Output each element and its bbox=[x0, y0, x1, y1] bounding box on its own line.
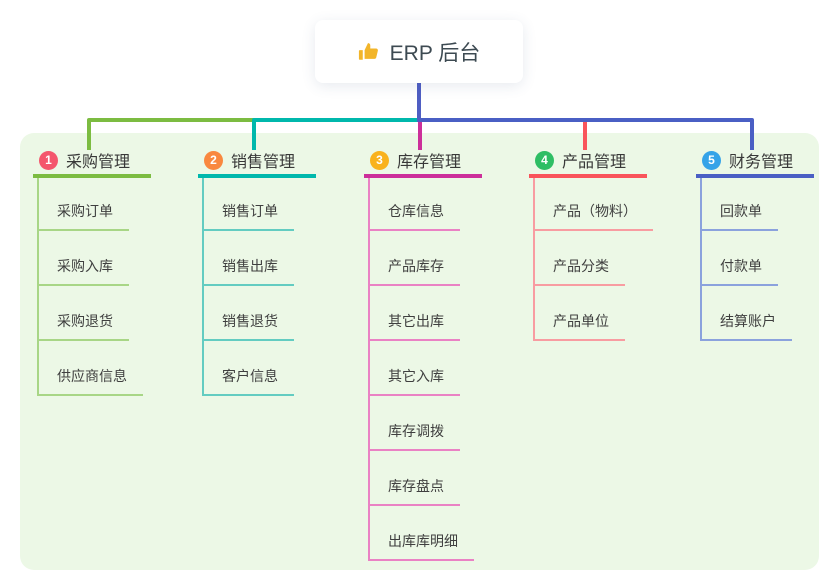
branch-label: 库存管理 bbox=[397, 154, 462, 171]
branch-vertical-line bbox=[700, 178, 702, 341]
child-node-出库库明细[interactable]: 出库库明细 bbox=[368, 526, 474, 561]
child-node-产品单位[interactable]: 产品单位 bbox=[533, 306, 625, 341]
child-node-采购入库[interactable]: 采购入库 bbox=[37, 251, 129, 286]
branch-head-采购管理[interactable]: 1 采购管理 bbox=[33, 146, 151, 178]
child-node-销售出库[interactable]: 销售出库 bbox=[202, 251, 294, 286]
branch-vertical-line bbox=[37, 178, 39, 396]
child-node-产品分类[interactable]: 产品分类 bbox=[533, 251, 625, 286]
child-node-产品库存[interactable]: 产品库存 bbox=[368, 251, 460, 286]
branch-number-badge: 5 bbox=[702, 150, 721, 170]
branch-number-badge: 3 bbox=[370, 150, 389, 170]
branch-head-产品管理[interactable]: 4 产品管理 bbox=[529, 146, 647, 178]
child-node-回款单[interactable]: 回款单 bbox=[700, 196, 778, 231]
child-node-结算账户[interactable]: 结算账户 bbox=[700, 306, 792, 341]
branch-head-财务管理[interactable]: 5 财务管理 bbox=[696, 146, 814, 178]
child-node-产品（物料）[interactable]: 产品（物料） bbox=[533, 196, 653, 231]
branch-vertical-line bbox=[368, 178, 370, 561]
branch-vertical-line bbox=[202, 178, 204, 396]
branch-number-badge: 4 bbox=[535, 150, 554, 170]
child-node-库存盘点[interactable]: 库存盘点 bbox=[368, 471, 460, 506]
child-node-其它出库[interactable]: 其它出库 bbox=[368, 306, 460, 341]
branch-label: 财务管理 bbox=[729, 154, 794, 171]
child-node-库存调拨[interactable]: 库存调拨 bbox=[368, 416, 460, 451]
branch-label: 销售管理 bbox=[231, 154, 296, 171]
child-node-销售订单[interactable]: 销售订单 bbox=[202, 196, 294, 231]
branch-vertical-line bbox=[533, 178, 535, 341]
branch-head-销售管理[interactable]: 2 销售管理 bbox=[198, 146, 316, 178]
child-node-供应商信息[interactable]: 供应商信息 bbox=[37, 361, 143, 396]
child-node-销售退货[interactable]: 销售退货 bbox=[202, 306, 294, 341]
thumbs-up-icon bbox=[358, 41, 380, 63]
branch-label: 产品管理 bbox=[562, 154, 627, 171]
branch-number-badge: 2 bbox=[204, 150, 223, 170]
branch-label: 采购管理 bbox=[66, 154, 131, 171]
root-node-label: ERP 后台 bbox=[389, 41, 481, 65]
child-node-客户信息[interactable]: 客户信息 bbox=[202, 361, 294, 396]
child-node-采购订单[interactable]: 采购订单 bbox=[37, 196, 129, 231]
child-node-仓库信息[interactable]: 仓库信息 bbox=[368, 196, 460, 231]
branch-number-badge: 1 bbox=[39, 150, 58, 170]
child-node-其它入库[interactable]: 其它入库 bbox=[368, 361, 460, 396]
root-node[interactable]: ERP 后台 bbox=[315, 20, 523, 83]
child-node-付款单[interactable]: 付款单 bbox=[700, 251, 778, 286]
branch-head-库存管理[interactable]: 3 库存管理 bbox=[364, 146, 482, 178]
mindmap-board-background bbox=[20, 133, 819, 570]
child-node-采购退货[interactable]: 采购退货 bbox=[37, 306, 129, 341]
